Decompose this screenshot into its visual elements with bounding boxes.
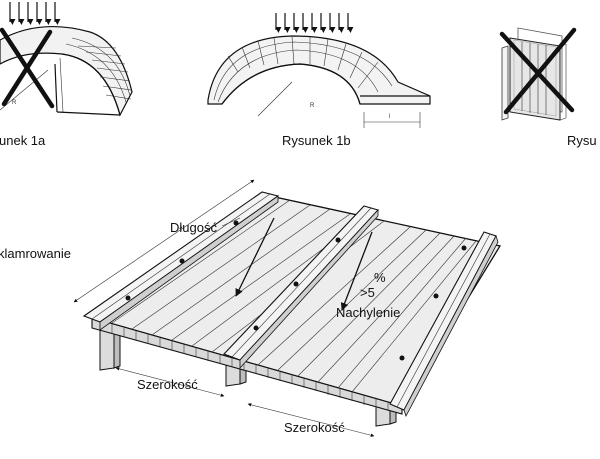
radius-label-1a: R <box>12 100 17 106</box>
profile-middle <box>223 205 380 370</box>
slope-value-label: >5 <box>360 285 375 300</box>
figure-1a: R unek 1a <box>0 2 133 148</box>
length-dimension-1b: l <box>363 112 421 128</box>
length-leader <box>221 217 241 227</box>
caption-1b: Rysunek 1b <box>282 133 351 148</box>
width-label-right: Szerokość <box>284 420 345 435</box>
caption-1c: Rysu <box>567 133 597 148</box>
sheet-front-edge <box>91 317 403 415</box>
slope-label: Nachylenie <box>336 305 400 320</box>
radius-line-1a <box>0 69 49 111</box>
clamping-label: klamrowanie <box>0 246 71 261</box>
width-dimension-line-left <box>115 367 225 397</box>
figure-1b: R l Rysunek 1b <box>207 13 431 148</box>
length-dimension-line <box>73 179 255 303</box>
roof-installation: Długość klamrowanie % >5 Nachylenie Szer… <box>0 179 502 437</box>
radius-line-1b <box>257 81 293 117</box>
cross-mark-1c <box>499 27 577 115</box>
cross-mark-1a <box>0 27 55 109</box>
slope-arrow-right <box>340 231 373 311</box>
curved-sheet-1a <box>0 25 133 117</box>
length-label: Długość <box>170 220 217 235</box>
width-label-left: Szerokość <box>137 377 198 392</box>
length-label-1b: l <box>389 114 390 120</box>
radius-label-1b: R <box>310 103 315 109</box>
curved-sheet-1b <box>207 35 431 105</box>
load-arrows-1a <box>9 2 61 25</box>
load-arrows-1b <box>275 13 354 33</box>
width-dimension-line-right <box>247 403 375 437</box>
figure-1c: Rysu <box>499 27 597 148</box>
percent-label: % <box>374 270 386 285</box>
caption-1a: unek 1a <box>0 133 46 148</box>
profile-right <box>389 231 499 418</box>
